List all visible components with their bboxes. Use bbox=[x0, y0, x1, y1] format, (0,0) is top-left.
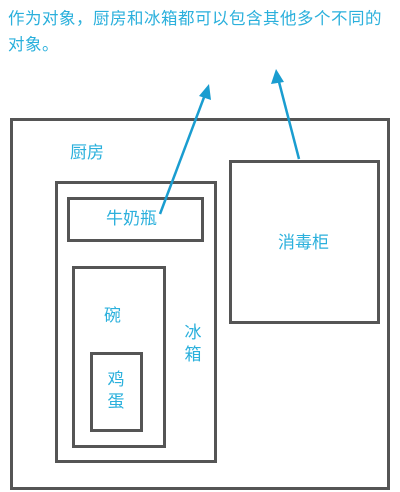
bowl-box bbox=[72, 266, 166, 448]
bowl-label: 碗 bbox=[104, 306, 121, 326]
fridge-box bbox=[55, 181, 217, 463]
fridge-label: 冰箱 bbox=[184, 323, 202, 365]
disinfection-cabinet-box bbox=[229, 160, 380, 324]
disinfection-cabinet-label: 消毒柜 bbox=[278, 233, 329, 253]
kitchen-label: 厨房 bbox=[70, 143, 104, 163]
egg-label: 鸡蛋 bbox=[107, 370, 125, 412]
arrow-from-disinfection-cabinet bbox=[271, 69, 301, 160]
kitchen-box bbox=[10, 118, 390, 490]
milk-bottle-label: 牛奶瓶 bbox=[106, 209, 157, 229]
egg-box bbox=[90, 352, 143, 432]
milk-bottle-box bbox=[67, 197, 204, 242]
caption-text: 作为对象，厨房和冰箱都可以包含其他多个不同的对象。 bbox=[8, 9, 382, 54]
arrow-from-milk-bottle bbox=[158, 84, 211, 215]
